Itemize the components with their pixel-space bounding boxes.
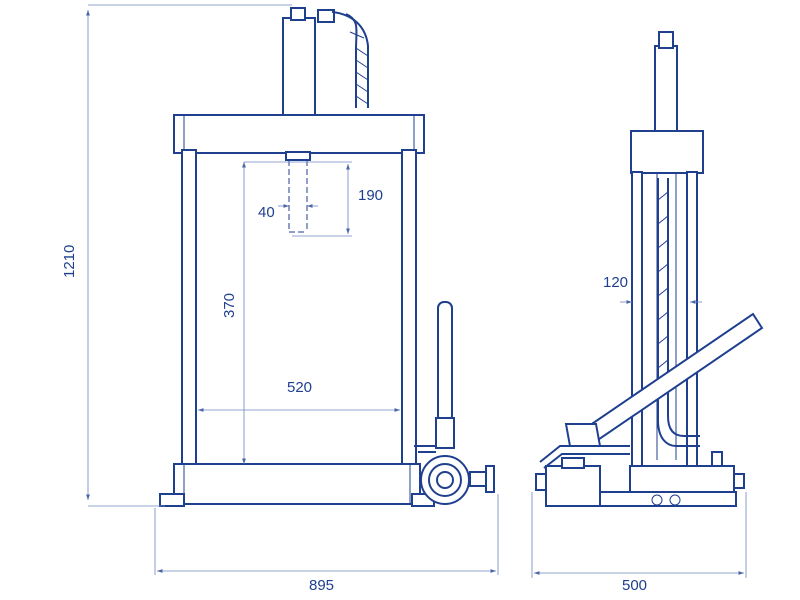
- side-detail-label: 120: [603, 274, 628, 291]
- base-bed: [173, 463, 421, 505]
- working-height-label: 370: [221, 293, 238, 318]
- left-foot: [159, 493, 185, 507]
- side-cylinder: [654, 45, 678, 133]
- side-release-valve: [733, 473, 745, 489]
- pump-valve: [469, 471, 487, 487]
- side-view: 120 500: [531, 31, 764, 594]
- dim-working-width: 520: [198, 379, 400, 412]
- side-fitting: [711, 451, 723, 467]
- pump-handle: [437, 301, 453, 423]
- right-column: [401, 149, 417, 471]
- piston-head: [285, 151, 311, 161]
- side-pump-knob: [535, 473, 547, 491]
- side-depth-label: 500: [622, 577, 647, 594]
- pump-knob: [485, 465, 495, 493]
- piston-diameter-label: 40: [258, 204, 275, 221]
- side-pump-link: [539, 445, 630, 463]
- pump-link: [414, 445, 436, 453]
- side-cylinder-cap: [658, 31, 674, 49]
- side-pump-housing: [545, 465, 601, 507]
- dim-side-depth: 500: [531, 492, 747, 594]
- side-pump-cap: [561, 457, 585, 469]
- hose-fitting: [317, 9, 335, 23]
- overall-height-label: 1210: [61, 245, 78, 278]
- dim-stroke: 190: [244, 161, 383, 237]
- dim-overall-height: 1210: [61, 4, 292, 507]
- working-width-label: 520: [287, 379, 312, 396]
- dim-working-height: 370: [221, 162, 246, 464]
- top-beam: [173, 114, 425, 154]
- side-front-column: [631, 171, 643, 469]
- side-hose: [657, 178, 700, 447]
- front-cylinder-cap: [290, 7, 306, 21]
- stroke-label: 190: [358, 187, 383, 204]
- side-hose-inner: [667, 178, 700, 437]
- side-rear-column: [686, 171, 698, 469]
- side-head-block: [630, 130, 704, 174]
- pump-center: [436, 471, 454, 489]
- dim-side-detail: 120: [603, 274, 702, 304]
- front-hose: [331, 11, 369, 108]
- pump-lever-joint: [435, 417, 455, 449]
- front-cylinder: [282, 17, 316, 117]
- side-handle-socket: [564, 423, 602, 447]
- side-base: [629, 465, 735, 495]
- dim-front-width: 895: [154, 494, 499, 594]
- side-pump-link-2: [543, 453, 630, 469]
- front-view: 1210 190 40 370 520 895: [61, 4, 499, 594]
- side-pump-handle: [581, 312, 764, 446]
- dim-piston-diameter: 40: [258, 204, 318, 221]
- front-width-label: 895: [309, 577, 334, 594]
- front-hose-inner: [345, 13, 358, 108]
- left-column: [181, 149, 197, 471]
- side-foot: [599, 491, 737, 507]
